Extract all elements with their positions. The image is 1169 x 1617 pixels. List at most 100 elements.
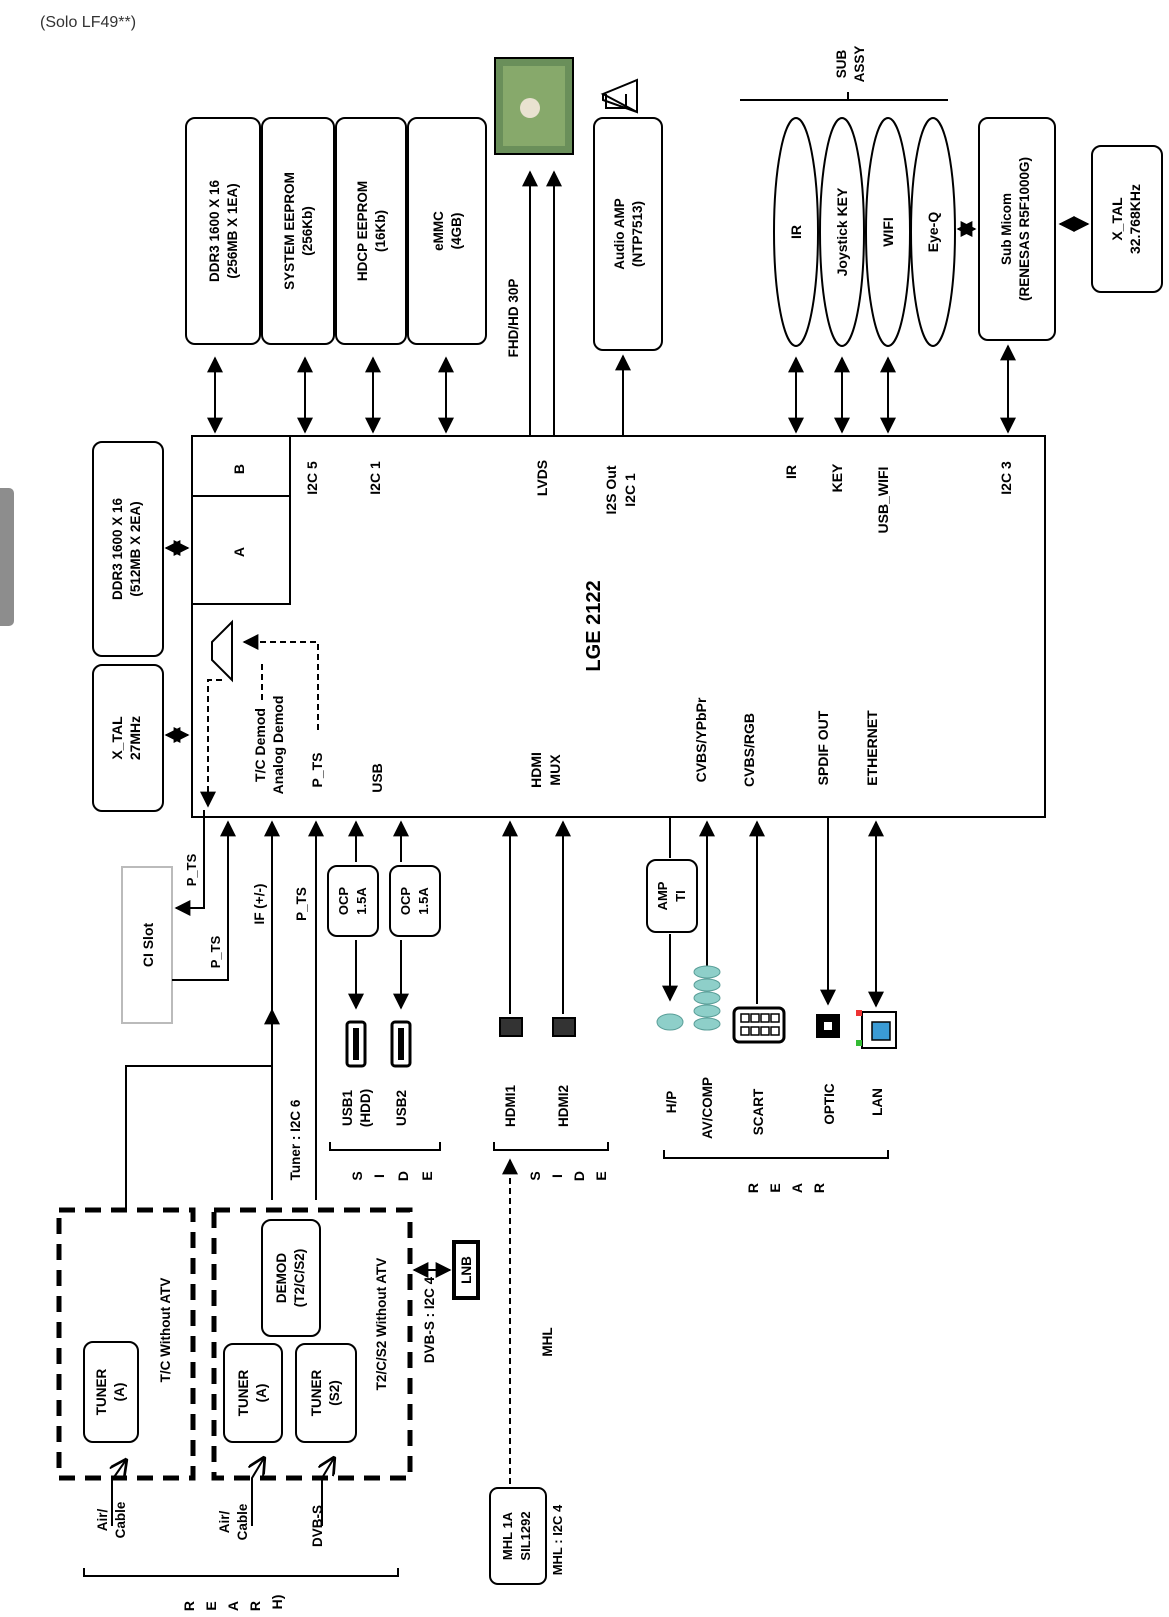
- rear-h-letter-h: H): [269, 1595, 285, 1610]
- rear-hp-label: H/P: [664, 1091, 679, 1114]
- side-usb-letters: S I D E: [349, 1171, 435, 1181]
- hdmi2-port-icon: [552, 1017, 576, 1037]
- dvbs-bus-label: DVB-S : I2C 4: [422, 1276, 437, 1363]
- rear-letter-r2: R: [811, 1183, 827, 1193]
- port-i2c5: I2C 5: [304, 461, 320, 495]
- ci-slot-pts-in-label: P_TS: [184, 853, 199, 886]
- usb1-label-line2: (HDD): [358, 1089, 373, 1127]
- demod-line1: DEMOD: [274, 1253, 289, 1304]
- system-eeprom-line1: SYSTEM EEPROM: [282, 172, 297, 290]
- soc-top-ports: I2C 5 I2C 1 LVDS I2S Out I2C 1 IR KEY US…: [304, 460, 1014, 534]
- rear-optic-label: OPTIC: [822, 1083, 837, 1125]
- soc-part-b-label: B: [231, 464, 247, 474]
- ci-slot-in-path: [174, 810, 205, 916]
- sub-assy-label-2: ASSY: [852, 46, 867, 83]
- usb1-label-line1: USB1: [340, 1090, 355, 1127]
- xtal-sub-line2: 32.768KHz: [1127, 184, 1143, 254]
- ddr3-256mb-box: [185, 117, 261, 345]
- demod-label-area: [246, 652, 302, 812]
- sub-assy-joystick: [819, 117, 865, 347]
- mhl-chip-box: [489, 1487, 547, 1585]
- xtal-sub-line1: X_TAL: [1109, 197, 1125, 241]
- rear-lan-label: LAN: [870, 1088, 885, 1116]
- system-eeprom-line2: (256Kb): [300, 206, 315, 256]
- side-hdmi-letter-e: E: [593, 1171, 609, 1180]
- soc-part-a-label: A: [231, 547, 247, 557]
- sub-micom-line1: Sub Micom: [999, 193, 1014, 265]
- usb2-label: USB2: [394, 1090, 409, 1126]
- side-letter-i: I: [371, 1174, 387, 1178]
- rear-avcomp-label: AV/COMP: [700, 1077, 715, 1139]
- scart-port-icon: [732, 1006, 786, 1044]
- rear-h-letter-r: R: [181, 1601, 197, 1611]
- side-letter-d: D: [395, 1171, 411, 1181]
- sub-assy-eyeq-label: Eye-Q: [925, 212, 941, 253]
- sub-assy-joystick-label: Joystick KEY: [834, 187, 850, 276]
- sub-assy-ir: [773, 117, 819, 347]
- port-i2s-out: I2S Out: [603, 465, 619, 514]
- ddr3-512mb-line1: DDR3 1600 X 16: [110, 497, 125, 600]
- rear-scart-label: SCART: [751, 1088, 766, 1135]
- rear-port-labels: H/P AV/COMP SCART OPTIC LAN: [664, 1077, 885, 1139]
- emmc-box: [407, 117, 487, 345]
- rear-port-bracket: [663, 1150, 889, 1159]
- port-usb: USB: [369, 763, 385, 793]
- tuner-1-line1: TUNER: [94, 1369, 109, 1416]
- input-1-line1: Air/: [95, 1509, 110, 1532]
- tuner-s2-antenna-line: [322, 1458, 334, 1526]
- rear-h-letter-a: A: [225, 1601, 241, 1611]
- lan-led-green: [856, 1040, 862, 1046]
- port-i2c3: I2C 3: [998, 461, 1014, 495]
- tuner-a-line1: TUNER: [236, 1370, 251, 1417]
- demod-amplifier-symbol: [211, 619, 233, 683]
- tuner-group-1-label: T/C Without ATV: [158, 1278, 173, 1383]
- ddr3-512mb-box: [92, 441, 164, 657]
- ocp-1-line1: OCP: [336, 887, 351, 916]
- lnb-box: [452, 1240, 480, 1300]
- ocp-2-line1: OCP: [398, 887, 413, 916]
- lnb-label: LNB: [459, 1256, 474, 1284]
- hdmi1-label: HDMI1: [503, 1085, 518, 1127]
- tuner1-if-line: [125, 1065, 272, 1208]
- demod-line2: (T2/C/S2): [292, 1249, 307, 1308]
- emmc-line2: (4GB): [449, 213, 464, 250]
- ci-slot-label: CI Slot: [140, 923, 156, 968]
- usb1-port-icon-inner: [353, 1028, 359, 1060]
- system-eeprom-box: [261, 117, 335, 345]
- rear-letter-r: R: [745, 1183, 761, 1193]
- demod-analog-label: Analog Demod: [270, 696, 286, 795]
- port-usb-wifi: USB_WIFI: [875, 467, 891, 534]
- side-letter-e: E: [419, 1171, 435, 1180]
- sub-assy-eyeq: [910, 117, 956, 347]
- side-hdmi-letters: S I D E: [527, 1171, 609, 1181]
- tuner-inputs: Air/ Cable Air/ Cable DVB-S: [95, 1501, 325, 1547]
- tuner-a-line2: (A): [254, 1384, 269, 1403]
- side-hdmi-letter-i: I: [549, 1174, 565, 1178]
- rear-letters: R E A R: [745, 1183, 827, 1193]
- ocp-2-box: [389, 865, 441, 937]
- port-lvds: LVDS: [534, 460, 550, 496]
- mhl-chip-line1: MHL 1A: [500, 1511, 515, 1560]
- ocp-1-box: [327, 865, 379, 937]
- side-hdmi-letter-s: S: [527, 1171, 543, 1180]
- soc-block: [191, 435, 1046, 818]
- ddr3-512mb-line2: (512MB X 2EA): [128, 501, 143, 596]
- hdcp-eeprom-line2: (16Kb): [373, 210, 388, 252]
- tuner-a-box: [223, 1343, 283, 1443]
- side-letter-s: S: [349, 1171, 365, 1180]
- audio-amp-box: [593, 117, 663, 351]
- rear-letter-e: E: [767, 1183, 783, 1192]
- ci-slot-out-path: [172, 820, 236, 981]
- emmc-line1: eMMC: [431, 211, 446, 251]
- sub-assy-wifi-label: WIFI: [880, 217, 896, 247]
- ocp-1-line2: 1.5A: [354, 887, 369, 915]
- scart-pins: [740, 1013, 780, 1036]
- lan-port-icon-inner: [871, 1021, 891, 1041]
- side-page-tab: [0, 488, 14, 626]
- lan-led-red: [856, 1010, 862, 1016]
- top-memory-group: DDR3 1600 X 16 (256MB X 1EA) SYSTEM EEPR…: [185, 117, 487, 345]
- input-2-line2: Cable: [235, 1503, 250, 1540]
- xtal-sub-box: [1091, 145, 1163, 293]
- input-1-line2: Cable: [113, 1501, 128, 1538]
